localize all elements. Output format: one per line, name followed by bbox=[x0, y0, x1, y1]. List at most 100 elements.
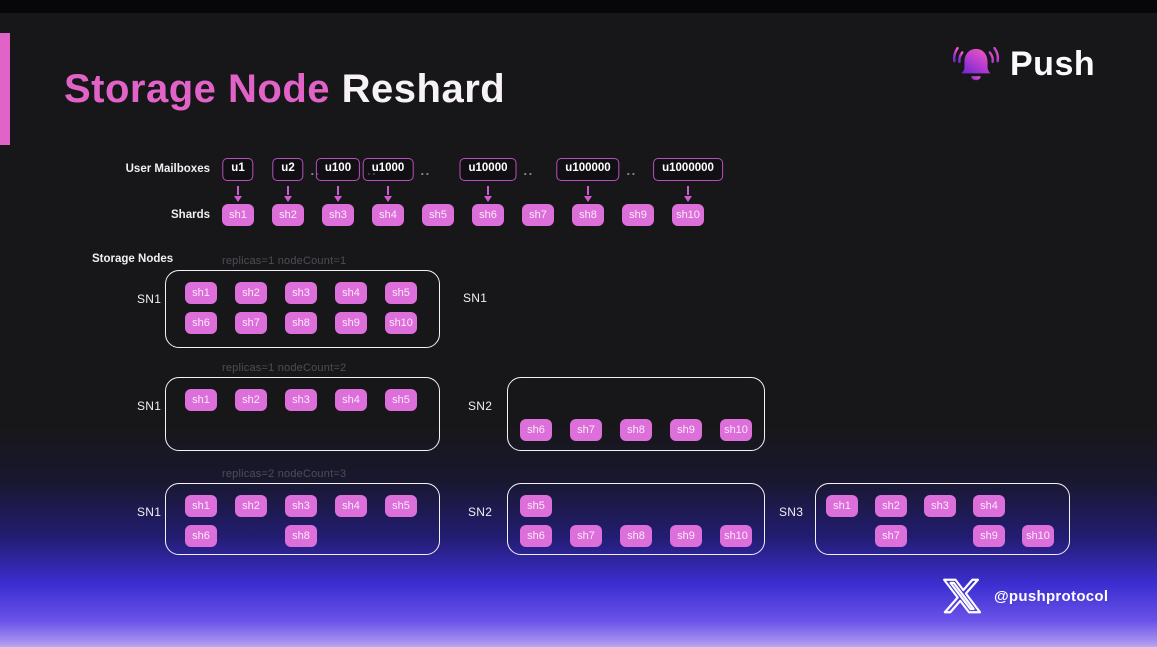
arrow-head-u100000-to-sh8 bbox=[584, 196, 592, 202]
node-chip-SN2-sh9: sh9 bbox=[670, 419, 702, 441]
shard-chip-sh6: sh6 bbox=[472, 204, 504, 226]
node-chip-SN1-sh6: sh6 bbox=[185, 312, 217, 334]
node-chip-SN1-sh6: sh6 bbox=[185, 525, 217, 547]
node-chip-SN2-sh6: sh6 bbox=[520, 419, 552, 441]
arrow-line-u100000-to-sh8 bbox=[587, 186, 589, 195]
node-chip-SN1-sh4: sh4 bbox=[335, 495, 367, 517]
node-chip-SN1-sh5: sh5 bbox=[385, 282, 417, 304]
node-label-SN2-g2: SN2 bbox=[468, 399, 493, 413]
node-chip-SN1-sh2: sh2 bbox=[235, 495, 267, 517]
node-chip-SN1-sh4: sh4 bbox=[335, 282, 367, 304]
node-chip-SN1-sh4: sh4 bbox=[335, 389, 367, 411]
node-chip-SN2-sh8: sh8 bbox=[620, 419, 652, 441]
user-mailboxes-label: User Mailboxes bbox=[125, 163, 210, 175]
node-chip-SN2-sh9: sh9 bbox=[670, 525, 702, 547]
title-accent-text: Storage Node bbox=[64, 67, 331, 111]
node-chip-SN3-sh10: sh10 bbox=[1022, 525, 1054, 547]
node-chip-SN1-sh10: sh10 bbox=[385, 312, 417, 334]
node-label-SN1-g2: SN1 bbox=[137, 399, 162, 413]
ellipsis-after-u1000: .. bbox=[420, 163, 431, 178]
mailbox-u1000000: u1000000 bbox=[653, 158, 723, 181]
node-chip-SN1-sh7: sh7 bbox=[235, 312, 267, 334]
node-chip-SN2-sh6: sh6 bbox=[520, 525, 552, 547]
node-box-SN2-g2 bbox=[507, 377, 765, 451]
node-chip-SN2-sh5: sh5 bbox=[520, 495, 552, 517]
title-accent-bar bbox=[0, 33, 10, 145]
shard-chip-sh5: sh5 bbox=[422, 204, 454, 226]
arrow-head-u100-to-sh3 bbox=[334, 196, 342, 202]
group-caption: replicas=1 nodeCount=1 bbox=[222, 255, 347, 267]
arrow-line-u10000-to-sh6 bbox=[487, 186, 489, 195]
group-caption: replicas=2 nodeCount=3 bbox=[222, 468, 347, 480]
node-label-SN1-g3: SN1 bbox=[137, 505, 162, 519]
ellipsis-after-u100000: .. bbox=[626, 163, 637, 178]
group-caption: replicas=1 nodeCount=2 bbox=[222, 362, 347, 374]
arrow-head-u1000-to-sh4 bbox=[384, 196, 392, 202]
mailbox-u100000: u100000 bbox=[556, 158, 620, 181]
arrow-line-u1000-to-sh4 bbox=[387, 186, 389, 195]
title-rest-text: Reshard bbox=[341, 67, 506, 111]
shard-chip-sh7: sh7 bbox=[522, 204, 554, 226]
node-chip-SN3-sh3: sh3 bbox=[924, 495, 956, 517]
mailbox-u10000: u10000 bbox=[459, 158, 517, 181]
storage-nodes-label: Storage Nodes bbox=[92, 253, 174, 265]
brand-name: Push bbox=[1010, 44, 1096, 83]
node-box-SN1-g2 bbox=[165, 377, 440, 451]
node-box-SN3-g3 bbox=[815, 483, 1070, 555]
node-chip-SN1-sh3: sh3 bbox=[285, 389, 317, 411]
node-chip-SN3-sh9: sh9 bbox=[973, 525, 1005, 547]
node-chip-SN1-sh3: sh3 bbox=[285, 282, 317, 304]
node-chip-SN1-sh2: sh2 bbox=[235, 282, 267, 304]
node-label-SN1-g1: SN1 bbox=[137, 292, 162, 306]
arrow-head-u1-to-sh1 bbox=[234, 196, 242, 202]
node-chip-SN1-sh5: sh5 bbox=[385, 495, 417, 517]
shards-label: Shards bbox=[171, 209, 210, 221]
node-chip-SN1-sh3: sh3 bbox=[285, 495, 317, 517]
arrow-line-u1-to-sh1 bbox=[237, 186, 239, 195]
arrow-line-u1000000-to-sh10 bbox=[687, 186, 689, 195]
node-box-SN1-g3 bbox=[165, 483, 440, 555]
node-box-SN2-g3 bbox=[507, 483, 765, 555]
node-chip-SN2-sh7: sh7 bbox=[570, 525, 602, 547]
node-label-SN3-g3: SN3 bbox=[779, 505, 804, 519]
node-box-SN1-g1 bbox=[165, 270, 440, 348]
arrow-head-u1000000-to-sh10 bbox=[684, 196, 692, 202]
ellipsis-after-u10000: .. bbox=[523, 163, 534, 178]
arrow-head-u10000-to-sh6 bbox=[484, 196, 492, 202]
mailbox-u1000: u1000 bbox=[362, 158, 414, 181]
shard-chip-sh4: sh4 bbox=[372, 204, 404, 226]
node-label-trailing-g1: SN1 bbox=[463, 291, 488, 305]
arrow-line-u2-to-sh2 bbox=[287, 186, 289, 195]
node-chip-SN2-sh7: sh7 bbox=[570, 419, 602, 441]
shard-chip-sh10: sh10 bbox=[672, 204, 704, 226]
mailbox-u2: u2 bbox=[272, 158, 304, 181]
shard-chip-sh2: sh2 bbox=[272, 204, 304, 226]
shard-chip-sh9: sh9 bbox=[622, 204, 654, 226]
node-chip-SN3-sh7: sh7 bbox=[875, 525, 907, 547]
node-chip-SN1-sh2: sh2 bbox=[235, 389, 267, 411]
node-chip-SN1-sh9: sh9 bbox=[335, 312, 367, 334]
node-chip-SN2-sh10: sh10 bbox=[720, 419, 752, 441]
node-chip-SN3-sh4: sh4 bbox=[973, 495, 1005, 517]
node-chip-SN2-sh10: sh10 bbox=[720, 525, 752, 547]
brand-logo: Push bbox=[950, 38, 1095, 90]
node-chip-SN1-sh8: sh8 bbox=[285, 525, 317, 547]
mailbox-u1: u1 bbox=[222, 158, 254, 181]
ellipsis-after-u2: .. bbox=[311, 164, 321, 177]
node-chip-SN1-sh1: sh1 bbox=[185, 282, 217, 304]
node-chip-SN1-sh5: sh5 bbox=[385, 389, 417, 411]
node-chip-SN2-sh8: sh8 bbox=[620, 525, 652, 547]
social-handle: @pushprotocol bbox=[994, 587, 1109, 605]
shard-chip-sh1: sh1 bbox=[222, 204, 254, 226]
mailbox-u100: u100 bbox=[315, 158, 361, 181]
shard-chip-sh8: sh8 bbox=[572, 204, 604, 226]
arrow-line-u100-to-sh3 bbox=[337, 186, 339, 195]
top-band bbox=[0, 0, 1157, 13]
footer: @pushprotocol bbox=[942, 576, 1108, 616]
page-title: Storage Node Reshard bbox=[64, 68, 505, 110]
node-chip-SN3-sh2: sh2 bbox=[875, 495, 907, 517]
node-chip-SN1-sh1: sh1 bbox=[185, 495, 217, 517]
node-chip-SN1-sh8: sh8 bbox=[285, 312, 317, 334]
push-bell-icon bbox=[952, 46, 1000, 81]
node-label-SN2-g3: SN2 bbox=[468, 505, 493, 519]
